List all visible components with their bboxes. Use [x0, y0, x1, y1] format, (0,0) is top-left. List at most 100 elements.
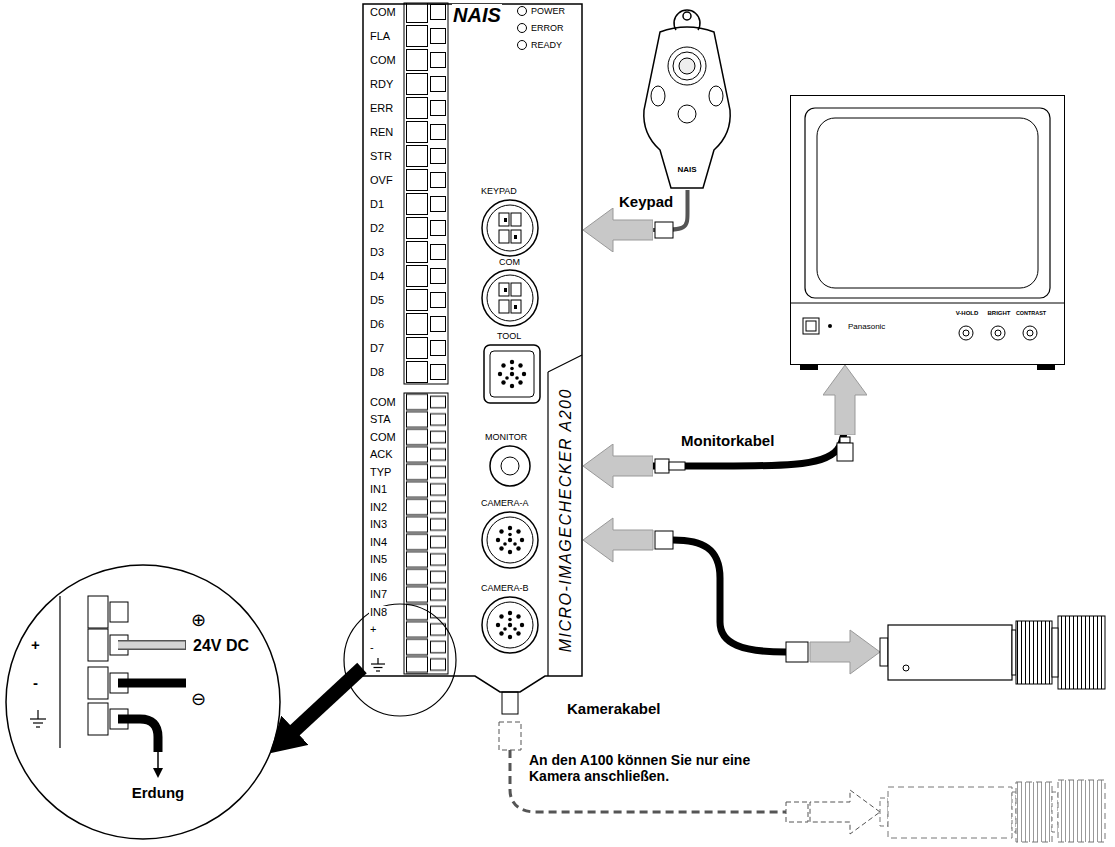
plug-in-arrow [583, 518, 653, 562]
ground-symbol [37, 710, 38, 719]
keypad-button [709, 86, 723, 106]
terminal-label: - [369, 641, 375, 654]
label-plate-edge [547, 372, 548, 676]
led-label: POWER [530, 6, 566, 16]
camera-socket [482, 597, 538, 653]
terminal-label: D8 [369, 366, 385, 379]
terminal-label: COM [369, 54, 397, 67]
lens-ring [1058, 616, 1105, 689]
polarity-symbol: ⊕ [190, 610, 207, 631]
power-switch [803, 318, 819, 334]
led [518, 7, 527, 16]
terminal-label: D7 [369, 342, 385, 355]
terminal-label: IN6 [369, 571, 388, 584]
tool-socket [490, 351, 534, 397]
connector-group [292, 190, 845, 733]
terminal-strip [404, 3, 448, 384]
camera-mount [880, 638, 888, 666]
keypad-button [679, 58, 695, 74]
keypad-button [668, 47, 706, 85]
keypad-device-outline [644, 27, 730, 188]
terminal-label: IN3 [369, 518, 388, 531]
tool-socket [484, 345, 540, 403]
terminal-label: FLA [369, 30, 391, 43]
terminal-label: TYP [369, 466, 392, 479]
socket-pins [496, 526, 524, 554]
socket-pins [499, 213, 521, 243]
power-switch [806, 321, 816, 331]
terminal-screw [88, 629, 108, 661]
terminal-label: COM [369, 6, 397, 19]
ground-symbol [371, 663, 385, 664]
monitor-socket [501, 457, 519, 475]
port-label: KEYPAD [480, 186, 518, 196]
lens-mount [1012, 630, 1016, 675]
label-plate-edge [548, 355, 582, 372]
optional-cable [510, 750, 786, 812]
keypad-device-outline [640, 2, 735, 190]
cable-exit [502, 692, 518, 714]
detail-marker [344, 604, 456, 716]
camera-body [888, 787, 1012, 838]
brand-mark: Panasonic [847, 322, 886, 331]
controller-housing-outline [363, 4, 582, 692]
power-lamp [828, 324, 832, 328]
optional-plug [786, 802, 808, 822]
terminal-label: RDY [369, 78, 394, 91]
monitor-plug [669, 462, 685, 470]
keypad-button [673, 52, 701, 80]
terminal-label: D5 [369, 294, 385, 307]
brand-logo: NAIS [452, 4, 502, 27]
monitor-knob [1027, 330, 1033, 336]
terminal-label: ACK [369, 448, 394, 461]
cable-label: Monitorkabel [680, 432, 775, 449]
knob-label: CONTRAST [1015, 310, 1047, 316]
ground-symbol [36, 726, 40, 727]
monitor-bezel [805, 108, 1050, 298]
keypad-device-outline [674, 10, 700, 30]
camera-plug [655, 531, 673, 549]
plug-in-arrow [810, 630, 880, 674]
voltage-label: 24V DC [192, 637, 250, 655]
housing-edge [59, 596, 60, 748]
detail-pointer [292, 668, 362, 733]
terminal-label: OVF [369, 174, 394, 187]
terminal-label: ERR [369, 102, 394, 115]
camera-socket [482, 512, 538, 568]
bnc-plug [840, 437, 850, 443]
terminal-label: IN4 [369, 536, 388, 549]
camera-screw [903, 665, 909, 671]
camera-cable [673, 540, 786, 652]
knob-label: V-HOLD [955, 310, 980, 317]
terminal-label: STA [369, 413, 392, 426]
device-name: MICRO-IMAGECHECKER A200 [557, 387, 575, 653]
terminal-sign: - [32, 674, 39, 691]
terminal-label: D2 [369, 222, 385, 235]
negative-wire [118, 679, 186, 688]
terminal-label: D6 [369, 318, 385, 331]
monitor-foot [1037, 365, 1055, 370]
monitor-plug [655, 459, 669, 473]
lens-ring [1058, 780, 1105, 842]
monitor-knob [991, 326, 1005, 340]
ground-arrow [153, 768, 163, 778]
keypad-button [678, 105, 696, 123]
lens-mount [1052, 628, 1058, 677]
keypad-plug [655, 222, 673, 238]
keypad-cable [603, 190, 688, 230]
ground-label: Erdung [131, 784, 186, 801]
terminal-label: D3 [369, 246, 385, 259]
monitor-screen [817, 118, 1038, 288]
socket-pins [498, 360, 526, 388]
monitor-knob [959, 326, 973, 340]
cable-label: Kamerakabel [566, 700, 661, 717]
socket-pins [496, 611, 524, 639]
camera-plug [786, 642, 808, 662]
optional-plug [499, 722, 521, 750]
terminal-hole [110, 602, 128, 622]
ground-arrow [157, 752, 159, 770]
camera-mount [880, 798, 888, 826]
